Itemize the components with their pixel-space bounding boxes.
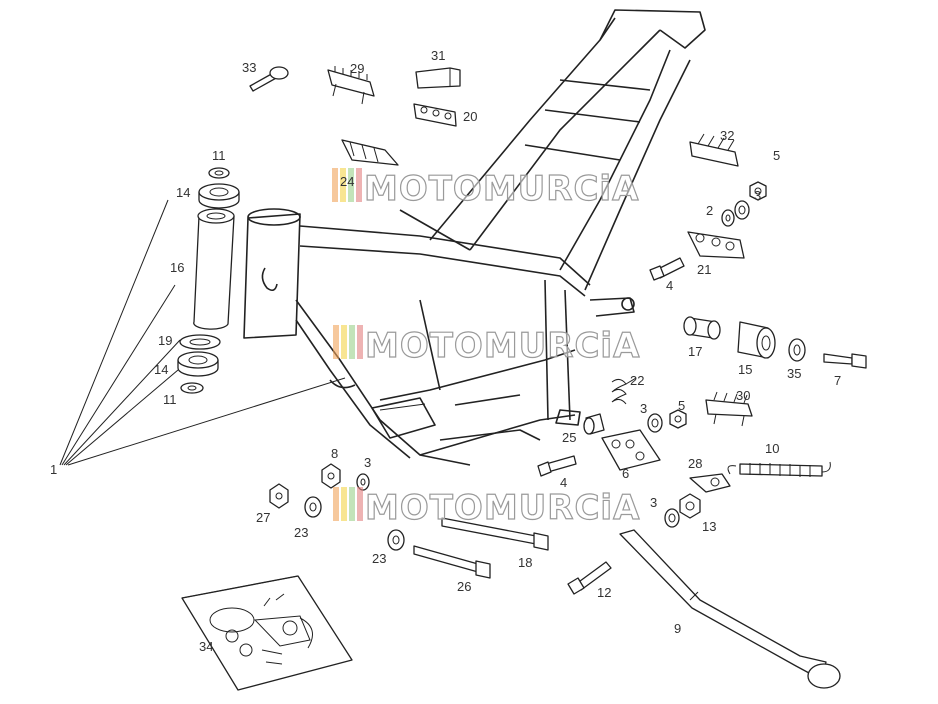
label-33: 33	[242, 60, 256, 75]
part-5-nut-mid	[669, 409, 687, 429]
label-24: 24	[340, 174, 354, 189]
part-35-washer	[788, 338, 806, 362]
part-5-nut-right	[749, 181, 767, 201]
part-30-footpeg	[705, 391, 753, 427]
label-5-right: 5	[773, 148, 780, 163]
label-16: 16	[170, 260, 184, 275]
label-10: 10	[765, 441, 779, 456]
part-23-washer-lower	[387, 529, 405, 551]
part-13-nut	[679, 493, 701, 519]
part-8-nut	[321, 463, 341, 489]
watermark-text-bottom: MOTOMURCiA	[365, 488, 640, 528]
part-31-bracket	[415, 67, 461, 89]
part-3-washer-mid	[647, 413, 663, 433]
label-8: 8	[331, 446, 338, 461]
part-34-hardware-kit	[181, 575, 353, 691]
part-16-spacer-tube	[193, 208, 235, 330]
label-21: 21	[697, 262, 711, 277]
part-28-plate	[689, 473, 731, 493]
part-32-footpeg	[689, 133, 739, 167]
part-27-nut	[269, 483, 289, 509]
part-10-spring	[727, 461, 831, 477]
label-30: 30	[736, 388, 750, 403]
part-19-seal	[179, 334, 221, 350]
watermark-text-middle: MOTOMURCiA	[365, 326, 640, 366]
part-20-footpeg	[413, 103, 457, 127]
label-11-bottom: 11	[163, 392, 177, 407]
part-6-footpeg	[601, 429, 661, 471]
watermark-middle: MOTOMURCiA	[333, 325, 640, 367]
part-18-long-bolt	[441, 517, 549, 551]
label-11-top: 11	[212, 148, 226, 163]
label-5-mid: 5	[678, 398, 685, 413]
label-4-centre: 4	[560, 475, 567, 490]
label-32: 32	[720, 128, 734, 143]
label-2: 2	[706, 203, 713, 218]
part-3-washer-right	[734, 200, 750, 220]
label-13: 13	[702, 519, 716, 534]
label-3-right: 3	[754, 188, 761, 203]
part-4-bolt-centre	[537, 455, 577, 477]
label-22: 22	[630, 373, 644, 388]
label-1: 1	[50, 462, 57, 477]
label-23-lower: 23	[372, 551, 386, 566]
label-27: 27	[256, 510, 270, 525]
part-14-bearing-bottom	[177, 351, 219, 377]
watermark-bottom: MOTOMURCiA	[333, 487, 640, 529]
part-14-bearing-top	[198, 183, 240, 209]
label-14-top: 14	[176, 185, 190, 200]
label-19: 19	[158, 333, 172, 348]
label-12: 12	[597, 585, 611, 600]
part-22-spring	[611, 377, 637, 405]
part-25-spacer	[583, 413, 605, 435]
label-14-bottom: 14	[154, 362, 168, 377]
part-21-footpeg	[687, 231, 745, 259]
part-11-washer-bottom	[180, 382, 204, 394]
part-3-washer-low	[664, 508, 680, 528]
label-34: 34	[199, 639, 213, 654]
part-labels: 33 29 31 20 24 11 14 16 19 14 11 1 32 5 …	[50, 48, 841, 654]
part-23-washer-upper	[304, 496, 322, 518]
part-4-bolt-right	[649, 257, 685, 281]
part-33-bolt	[249, 66, 289, 92]
leader-lines-1	[59, 199, 346, 466]
part-29-footpeg	[327, 66, 375, 105]
label-6: 6	[622, 466, 629, 481]
part-12-bolt	[567, 561, 612, 595]
label-35: 35	[787, 366, 801, 381]
part-7-bolt	[823, 353, 867, 369]
label-3-mid: 3	[640, 401, 647, 416]
label-3-low: 3	[650, 495, 657, 510]
label-23-upper: 23	[294, 525, 308, 540]
part-24-footpeg	[341, 139, 399, 166]
label-15: 15	[738, 362, 752, 377]
label-28: 28	[688, 456, 702, 471]
label-17: 17	[688, 344, 702, 359]
part-15-bushing-large	[737, 321, 776, 359]
label-9: 9	[674, 621, 681, 636]
label-4-right: 4	[666, 278, 673, 293]
label-25: 25	[562, 430, 576, 445]
label-29: 29	[350, 61, 364, 76]
watermark-text-top: MOTOMURCiA	[364, 169, 639, 209]
label-26: 26	[457, 579, 471, 594]
main-frame	[243, 9, 706, 466]
part-2-washer	[721, 209, 735, 227]
part-9-side-stand	[619, 529, 841, 689]
part-11-washer-top	[208, 167, 230, 179]
label-18: 18	[518, 555, 532, 570]
label-3-centre: 3	[364, 455, 371, 470]
label-31: 31	[431, 48, 445, 63]
label-20: 20	[463, 109, 477, 124]
part-17-bushing	[683, 316, 721, 340]
part-26-long-bolt	[413, 545, 491, 579]
watermark-top: MOTOMURCiA	[332, 168, 639, 210]
label-7: 7	[834, 373, 841, 388]
